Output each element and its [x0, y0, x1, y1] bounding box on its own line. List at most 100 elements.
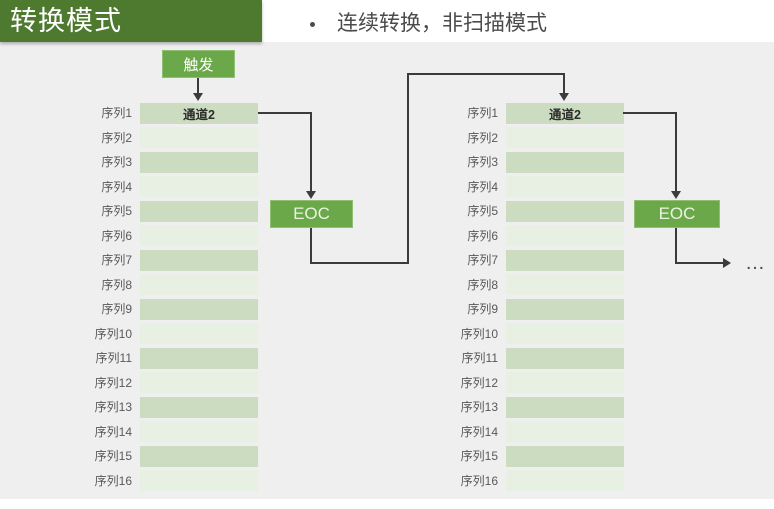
sequence-slot-cell — [140, 421, 258, 442]
eoc-box-1[interactable]: EOC — [270, 200, 353, 228]
sequence-slot-cell — [506, 127, 624, 148]
sequence-row-label: 序列11 — [461, 351, 498, 365]
continuation-ellipsis: … — [745, 252, 767, 274]
sequence-row-label: 序列7 — [467, 253, 498, 267]
feed-up-v-1 — [407, 73, 409, 264]
sequence-row-label: 序列4 — [467, 179, 498, 194]
sequence-row: 序列11 — [74, 346, 258, 371]
sequence-slot-cell — [506, 274, 624, 295]
trigger-label-1: 触发 — [183, 56, 214, 74]
feed-top-h-1 — [407, 73, 565, 75]
sequence-row: 序列6 — [74, 224, 258, 249]
sequence-row: 序列16 — [440, 469, 624, 494]
eoc-label-1: EOC — [293, 204, 330, 223]
sequence-row: 序列8 — [74, 273, 258, 298]
trigger-box-1[interactable]: 触发 — [162, 50, 235, 78]
slide-title-bar: 转换模式 — [0, 0, 262, 42]
sequence-slot-cell — [140, 225, 258, 246]
sequence-row: 序列13 — [74, 395, 258, 420]
sequence-slot-cell — [140, 470, 258, 491]
sequence-slot-cell — [506, 396, 624, 418]
sequence-row: 序列14 — [440, 420, 624, 445]
sequence-slot-cell — [506, 200, 624, 222]
sequence-row-label: 序列4 — [101, 179, 132, 194]
eoc-label-2: EOC — [658, 204, 696, 223]
sequence-row: 序列11 — [440, 346, 624, 371]
sequence-row: 序列6 — [440, 224, 624, 249]
sequence-row-label: 序列5 — [101, 204, 132, 218]
sequence-slot-cell — [506, 372, 624, 393]
sequence-row: 序列8 — [440, 273, 624, 298]
eoc-out-h-1 — [310, 262, 409, 264]
sequence-row-label: 序列7 — [101, 253, 132, 267]
sequence-row-label: 序列2 — [101, 130, 132, 145]
sequence-slot-cell — [140, 200, 258, 222]
sequence-row: 序列10 — [74, 322, 258, 347]
sequence-row: 序列3 — [74, 150, 258, 175]
eoc-out-h-2 — [675, 262, 724, 264]
sequence-row: 序列2 — [440, 126, 624, 151]
bullet-dot-icon — [310, 21, 315, 27]
sequence-slot-cell — [506, 421, 624, 442]
sequence-slot-cell — [506, 249, 624, 271]
sequence-row: 序列10 — [440, 322, 624, 347]
eoc-in-arrow-2 — [671, 191, 681, 199]
sequence-row: 序列7 — [74, 248, 258, 273]
slide-bottom-margin — [0, 499, 774, 509]
feed-arrow-head-1 — [559, 93, 569, 101]
sequence-row: 序列4 — [74, 175, 258, 200]
sequence-slot-cell — [140, 274, 258, 295]
eoc-in-line-h-2 — [623, 112, 677, 114]
sequence-slot-cell — [140, 127, 258, 148]
sequence-row: 序列7 — [440, 248, 624, 273]
sequence-row: 序列2 — [74, 126, 258, 151]
channel-header-cell: 通道2 — [140, 102, 258, 124]
sequence-slot-cell — [140, 396, 258, 418]
sequence-slot-cell — [140, 372, 258, 393]
sequence-row-label: 序列14 — [94, 424, 132, 439]
eoc-in-line-v-1 — [310, 112, 312, 192]
sequence-row-label: 序列14 — [460, 424, 498, 439]
sequence-row-label: 序列5 — [467, 204, 498, 218]
eoc-box-2[interactable]: EOC — [634, 200, 720, 228]
sequence-row: 序列4 — [440, 175, 624, 200]
sequence-slot-cell — [506, 298, 624, 320]
sequence-slot-cell — [140, 298, 258, 320]
sequence-row-label: 序列11 — [95, 351, 132, 365]
feed-down-v-1 — [563, 73, 565, 94]
sequence-slot-cell — [506, 151, 624, 173]
sequence-row-label: 序列16 — [460, 473, 498, 488]
sequence-row-label: 序列6 — [101, 228, 132, 243]
eoc-in-line-h-1 — [258, 112, 312, 114]
sequence-row-label: 序列12 — [460, 375, 498, 390]
sequence-row-label: 序列3 — [467, 155, 498, 169]
sequence-slot-cell — [140, 347, 258, 369]
sequence-slot-cell — [506, 176, 624, 197]
eoc-out-v-1 — [310, 228, 312, 264]
eoc-in-arrow-1 — [306, 191, 316, 199]
slide-body-panel — [0, 42, 774, 499]
sequence-row: 序列9 — [440, 297, 624, 322]
sequence-row: 序列12 — [440, 371, 624, 396]
bullet-text: 连续转换，非扫描模式 — [337, 12, 547, 35]
sequence-row-label: 序列12 — [94, 375, 132, 390]
sequence-row-label: 序列1 — [467, 106, 498, 120]
sequence-row-label: 序列15 — [94, 449, 132, 463]
channel-header-cell: 通道2 — [506, 102, 624, 124]
sequence-row: 序列9 — [74, 297, 258, 322]
sequence-row: 序列16 — [74, 469, 258, 494]
sequence-row: 序列5 — [74, 199, 258, 224]
bullet-line: 连续转换，非扫描模式 — [310, 6, 750, 42]
eoc-in-line-v-2 — [675, 112, 677, 192]
eoc-out-v-2 — [675, 228, 677, 264]
sequence-slot-cell — [140, 176, 258, 197]
sequence-row: 序列12 — [74, 371, 258, 396]
sequence-row: 序列5 — [440, 199, 624, 224]
sequence-slot-cell — [506, 225, 624, 246]
sequence-row-label: 序列15 — [460, 449, 498, 463]
sequence-slot-cell — [140, 445, 258, 467]
sequence-row: 序列3 — [440, 150, 624, 175]
